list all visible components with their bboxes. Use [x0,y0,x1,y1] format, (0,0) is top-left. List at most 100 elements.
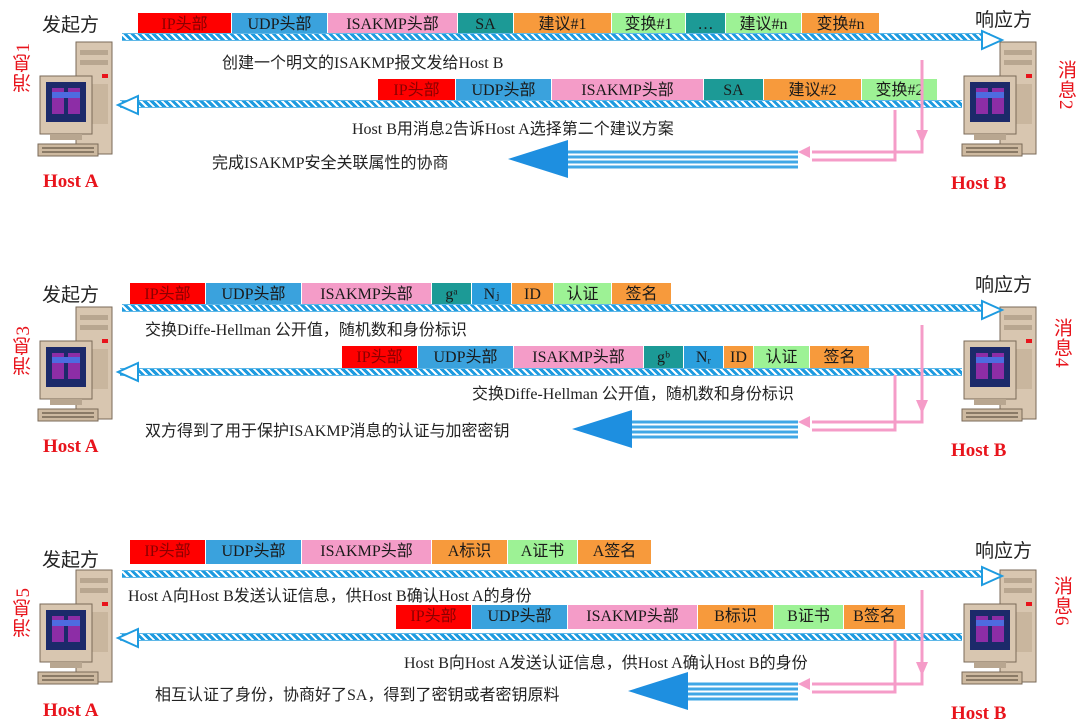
result-stage-2: 双方得到了用于保护ISAKMP消息的认证与加密密钥 [145,423,510,440]
arrowhead-a-to-b [981,565,1005,587]
pink-arrowhead [916,662,928,676]
host-a-label: Host A [43,436,99,457]
result-arrowhead [572,410,632,448]
host-b-computer-icon [960,40,1038,160]
result-stage-1: 完成ISAKMP安全关联属性的协商 [212,155,449,172]
computer-icon [37,306,113,422]
host-a-label: Host A [43,700,99,721]
arrowhead-b-to-a [115,94,139,116]
packet-field: UDP头部 [206,540,302,564]
packet-field: ID [724,346,754,370]
host-b-label: Host B [951,173,1007,194]
flow-arrow-a-to-b-3 [122,304,990,312]
packet-field: UDP头部 [418,346,514,370]
packet-field: A标识 [432,540,508,564]
packet-field: B标识 [698,605,774,629]
computer-icon [961,41,1037,157]
host-b-computer-icon [960,305,1038,425]
computer-icon [961,569,1037,685]
packet-field: A签名 [578,540,652,564]
message-6-label: 消息6 [1051,576,1072,627]
flow-arrow-a-to-b-5 [122,570,990,578]
packet-field: ISAKMP头部 [552,79,704,103]
responder-label: 响应方 [975,275,1033,296]
packet-field: IP头部 [342,346,418,370]
packet-field: IP头部 [130,540,206,564]
packet-field: Nᵣ [684,346,724,370]
packet-field: 认证 [554,283,612,307]
host-a-computer-icon [36,568,114,688]
packet-field: B签名 [844,605,906,629]
pink-connector [812,590,924,686]
note-message-3: 交换Diffe-Hellman 公开值，随机数和身份标识 [145,322,467,339]
packet-field: ID [512,283,554,307]
packet-field: ISAKMP头部 [514,346,644,370]
pink-connector [812,60,924,154]
flow-arrow-b-to-a-6 [120,633,962,641]
packet-field: UDP头部 [206,283,302,307]
host-a-label: Host A [43,171,99,192]
result-arrowhead [628,672,688,710]
result-arrowhead [508,140,568,178]
arrowhead-b-to-a [115,361,139,383]
packet-field: IP头部 [130,283,206,307]
host-b-computer-icon [960,568,1038,688]
pink-arrowhead [916,130,928,144]
pink-arrowhead [916,400,928,414]
packet-field: ISAKMP头部 [302,283,432,307]
pink-connector [812,640,897,694]
initiator-label: 发起方 [42,285,100,306]
host-a-computer-icon [36,305,114,425]
packet-field: 变换#2 [862,79,938,103]
packet-field: UDP头部 [472,605,568,629]
pink-arrowhead [798,416,810,428]
flow-arrow-a-to-b-1 [122,33,990,41]
arrowhead-a-to-b [981,29,1005,51]
packet-field: Nⱼ [472,283,512,307]
packet-field: UDP头部 [456,79,552,103]
computer-icon [961,306,1037,422]
message-2-label: 消息2 [1055,60,1076,111]
packet-field: ISAKMP头部 [302,540,432,564]
pink-connector [812,375,897,432]
packet-field: B证书 [774,605,844,629]
flow-arrow-b-to-a-4 [120,368,962,376]
message-4-label: 消息4 [1051,318,1072,369]
note-message-6: Host B向Host A发送认证信息，供Host A确认Host B的身份 [404,655,808,672]
host-b-label: Host B [951,703,1007,724]
packet-field: ISAKMP头部 [568,605,698,629]
packet-field: SA [704,79,764,103]
computer-icon [37,569,113,685]
responder-label: 响应方 [975,541,1033,562]
packet-field: IP头部 [378,79,456,103]
note-message-2: Host B用消息2告诉Host A选择第二个建议方案 [352,121,674,138]
packet-field: IP头部 [396,605,472,629]
pink-connector [812,325,924,424]
computer-icon [37,41,113,157]
arrowhead-a-to-b [981,299,1005,321]
note-message-4: 交换Diffe-Hellman 公开值，随机数和身份标识 [472,386,794,403]
responder-label: 响应方 [975,10,1033,31]
note-message-1: 创建一个明文的ISAKMP报文发给Host B [222,55,504,72]
packet-field: A证书 [508,540,578,564]
packet-field: 签名 [612,283,672,307]
pink-arrowhead [798,146,810,158]
note-message-5: Host A向Host B发送认证信息，供Host B确认Host A的身份 [128,588,532,605]
packet-field: 建议#2 [764,79,862,103]
initiator-label: 发起方 [42,550,100,571]
result-stage-3: 相互认证了身份，协商好了SA，得到了密钥或者密钥原料 [155,687,560,704]
initiator-label: 发起方 [42,15,100,36]
host-a-computer-icon [36,40,114,160]
packet-field: gᵃ [432,283,472,307]
flow-arrow-b-to-a-2 [120,100,962,108]
host-b-label: Host B [951,440,1007,461]
packet-field: 签名 [810,346,870,370]
arrowhead-b-to-a [115,627,139,649]
packet-field: gᵇ [644,346,684,370]
